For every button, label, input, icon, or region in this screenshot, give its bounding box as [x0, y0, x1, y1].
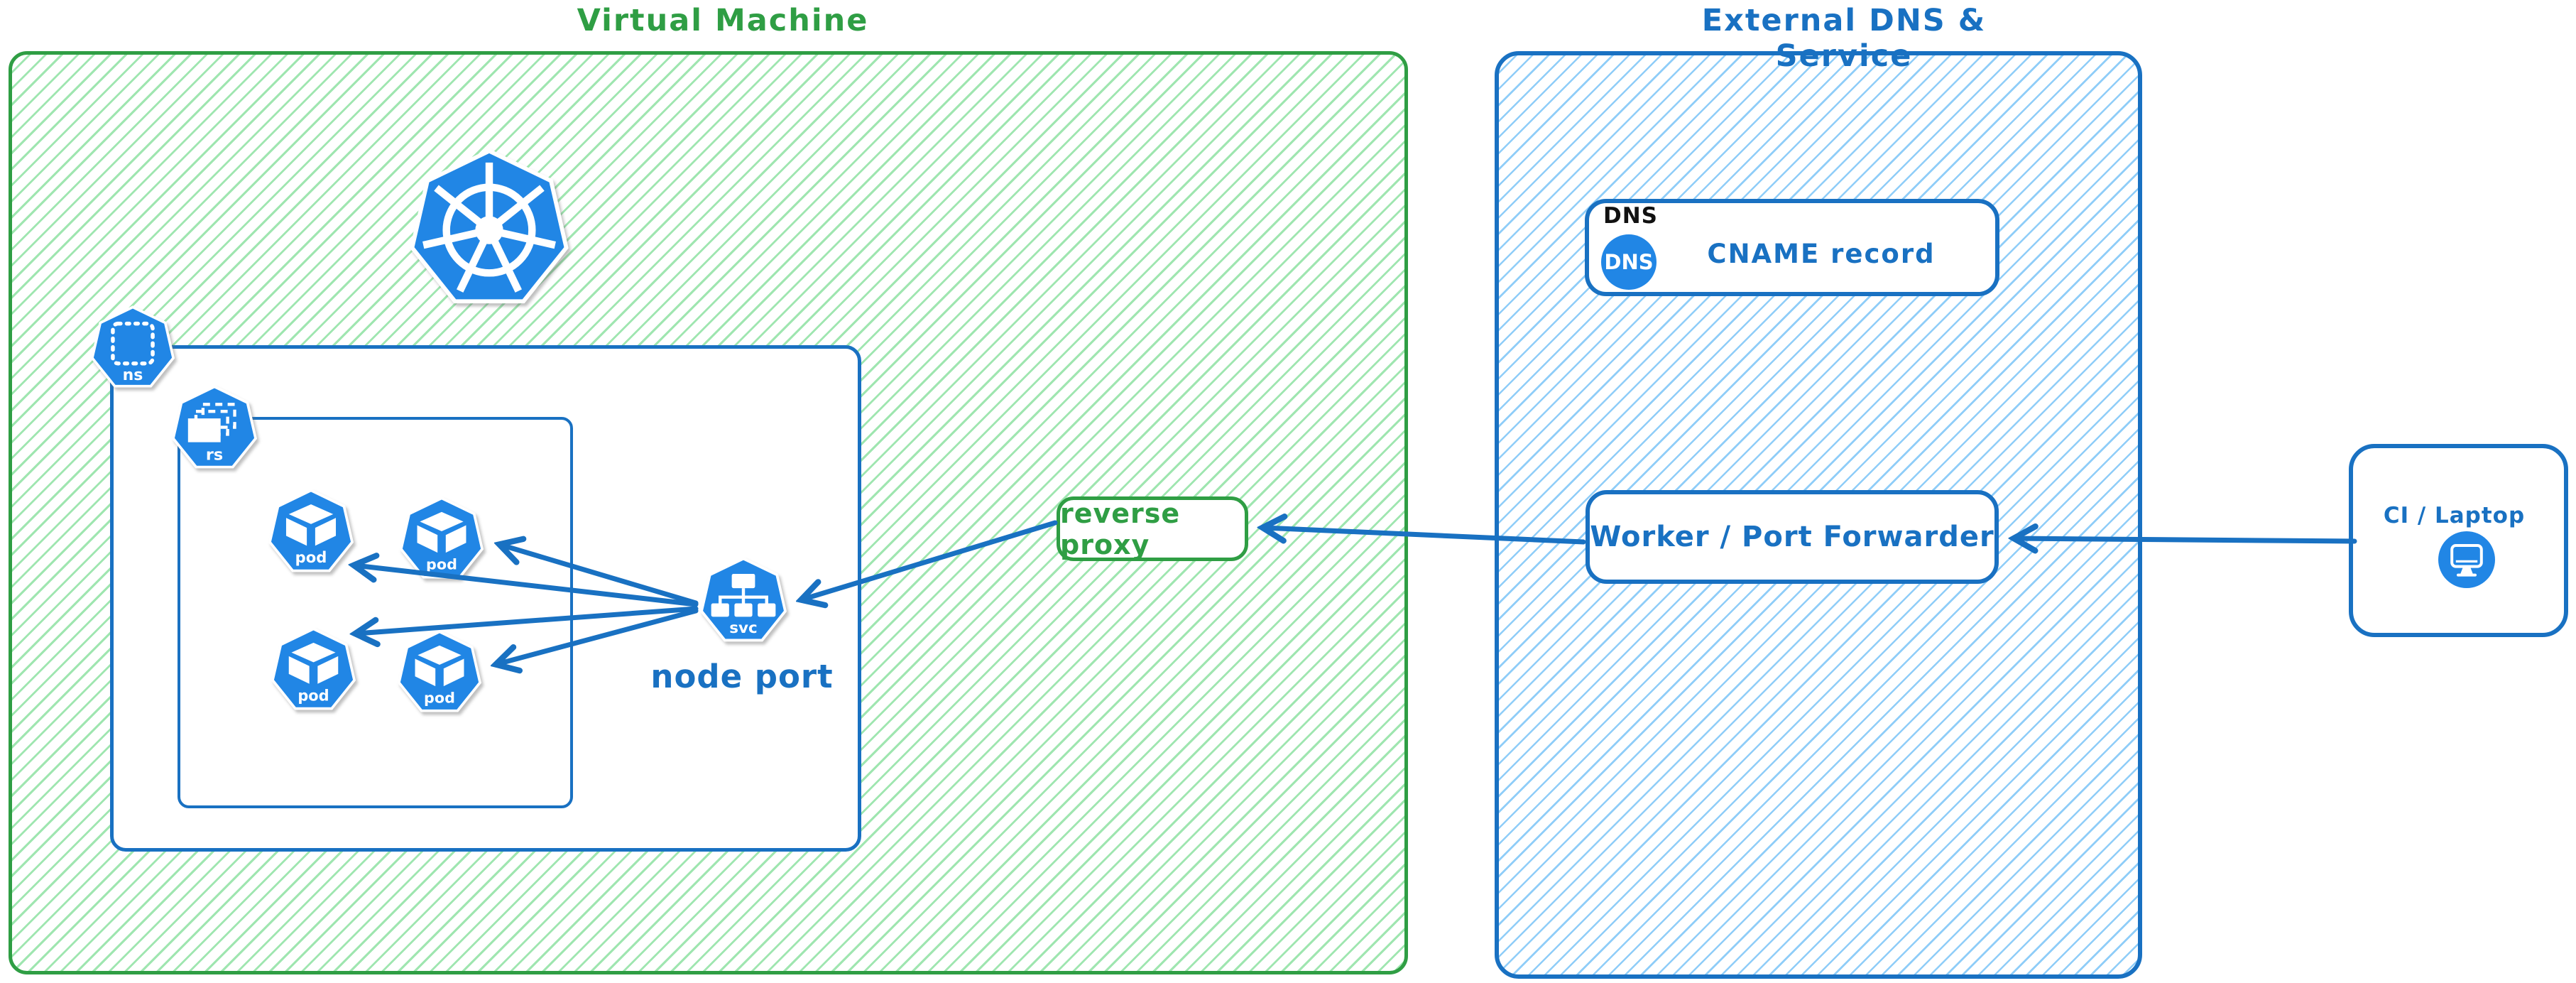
worker-node: Worker / Port Forwarder — [1586, 490, 1999, 584]
reverse-proxy-node: reverse proxy — [1057, 496, 1248, 561]
replicaset-label: rs — [206, 445, 223, 464]
replicaset-icon: rs — [172, 385, 257, 469]
pod-label: pod — [295, 548, 327, 566]
dns-badge-label: DNS — [1604, 250, 1654, 274]
dns-tag: DNS — [1603, 203, 1659, 229]
replicaset-box — [178, 417, 573, 808]
pod-icon: pod — [271, 627, 356, 710]
client-label: CI / Laptop — [2383, 503, 2526, 528]
namespace-label: ns — [123, 366, 143, 384]
node-port-label: node port — [650, 658, 834, 695]
pod-label: pod — [424, 689, 455, 706]
cname-record-label: CNAME record — [1707, 239, 1936, 269]
vm-group-title: Virtual Machine — [577, 3, 869, 38]
namespace-icon: ns — [91, 305, 175, 388]
pod-label: pod — [298, 687, 329, 704]
monitor-icon — [2450, 544, 2483, 577]
pod-icon: pod — [268, 489, 354, 572]
dns-badge-icon: DNS — [1601, 234, 1657, 290]
pod-icon: pod — [400, 496, 484, 579]
worker-label: Worker / Port Forwarder — [1590, 521, 1994, 553]
reverse-proxy-label: reverse proxy — [1060, 497, 1181, 560]
dns-card — [1585, 199, 1999, 296]
pod-label: pod — [426, 555, 457, 572]
service-label: svc — [729, 619, 757, 637]
laptop-icon — [2438, 531, 2495, 588]
kubernetes-icon — [407, 148, 572, 313]
pod-icon: pod — [398, 630, 481, 712]
service-icon: svc — [700, 557, 787, 642]
external-group-title: External DNS & Service — [1701, 3, 1987, 74]
